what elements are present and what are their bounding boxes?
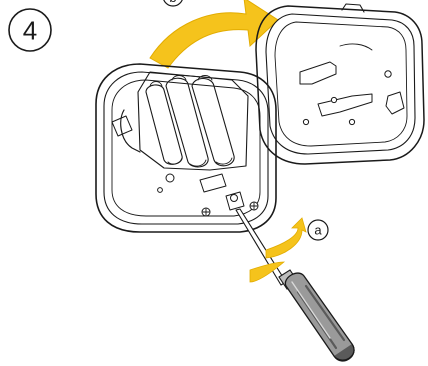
device-body (96, 64, 276, 232)
back-cover-rim-3 (275, 22, 407, 146)
step-number: 4 (23, 16, 37, 46)
device-rim-2 (112, 80, 260, 216)
callout-b-label: b (169, 0, 176, 5)
device-screw-right (250, 202, 258, 210)
back-cover-screw-hole-3 (303, 119, 308, 124)
back-cover-slot-1 (300, 62, 336, 84)
device-latch (200, 174, 226, 192)
back-cover-groove (340, 44, 372, 50)
screwdriver-icon (236, 209, 354, 361)
back-cover-slot-2 (318, 94, 372, 116)
device-small-hole-1 (166, 174, 174, 182)
back-cover (256, 4, 424, 164)
device-rim-1 (104, 72, 268, 224)
lift-curved-arrow-icon (150, 0, 278, 68)
rotation-curved-arrow-icon (266, 218, 306, 258)
lift-arrow (150, 0, 278, 68)
device-screw-left (202, 208, 210, 216)
back-cover-outer (256, 6, 424, 164)
back-cover-screw-hole-1 (385, 71, 391, 77)
back-cover-screw-hole-2 (331, 97, 336, 102)
device-small-hole-2 (158, 188, 163, 193)
device-screw-center (231, 195, 238, 202)
device-outer-shell (96, 64, 276, 232)
callout-a: a (308, 220, 328, 240)
callout-a-label: a (314, 223, 322, 238)
callout-b: b (163, 0, 183, 6)
back-cover-screw-hole-4 (349, 119, 354, 124)
battery-compartment (138, 72, 248, 170)
back-cover-inner-rim (266, 14, 415, 154)
step-badge: 4 (9, 9, 51, 51)
back-cover-clip (386, 92, 404, 114)
